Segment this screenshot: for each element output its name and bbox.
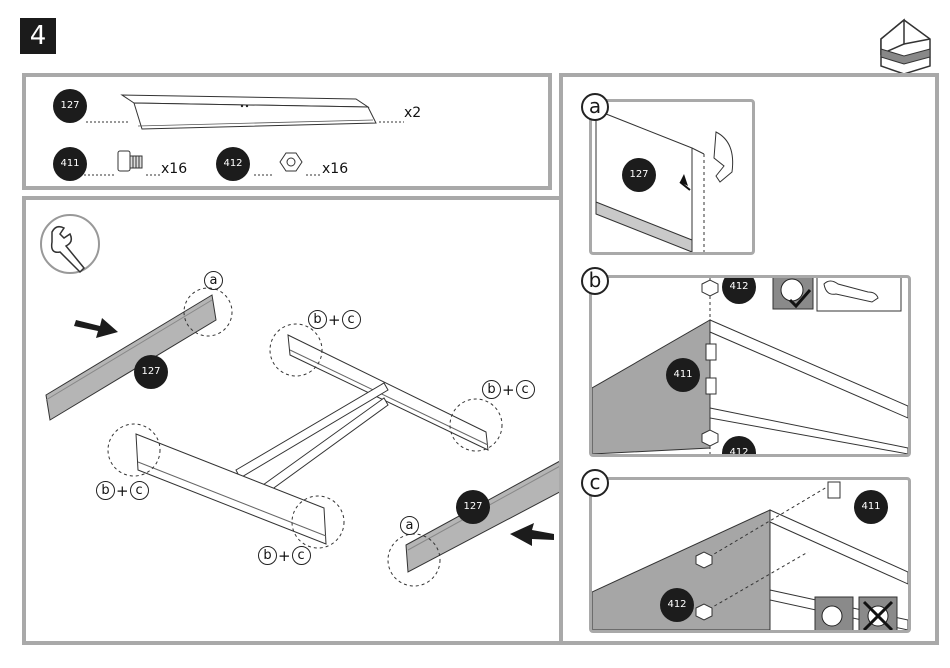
detail-a-part-badge: 127 (622, 158, 656, 192)
rail-127-drawing (86, 85, 416, 135)
detail-b-label: b (581, 267, 609, 295)
part-badge-411: 411 (53, 147, 87, 181)
detail-c-nut-badge: 412 (660, 588, 694, 622)
detail-b-box: 412 411 412 (589, 275, 911, 457)
frame-assembly-drawing (26, 200, 581, 641)
callout-bc-back-left: b+c (308, 310, 361, 329)
callout-bc-front-left: b+c (96, 481, 149, 500)
detail-b-bolt-badge: 411 (666, 358, 700, 392)
part-badge-127: 127 (53, 89, 87, 123)
nut-correct-icon (814, 596, 854, 633)
part-qty-127: x2 (404, 105, 421, 121)
detail-c-bolt-badge: 411 (854, 490, 888, 524)
callout-bc-back-right: b+c (482, 380, 535, 399)
nut-wrong-icon (858, 596, 898, 633)
product-box-icon (876, 14, 936, 74)
detail-a-label: a (581, 93, 609, 121)
part-qty-411: x16 (161, 161, 187, 177)
parts-panel: 127 x2 411 x16 412 x16 (22, 73, 552, 190)
detail-panel: 127 a 412 411 412 b (559, 73, 939, 645)
detail-c-box: 411 412 (589, 477, 911, 633)
detail-a-box: 127 (589, 99, 755, 255)
tighten-check-icon (772, 275, 816, 312)
detail-c-label: c (581, 469, 609, 497)
callout-a-top: a (204, 271, 223, 290)
bolt-411-icon (84, 147, 164, 183)
callout-a-bottom: a (400, 516, 419, 535)
assembly-panel: 127 127 a b+c b+c b+c b+c a (22, 196, 585, 645)
part-qty-412: x16 (322, 161, 348, 177)
wrench-hand-icon (816, 275, 902, 312)
detail-a-drawing (592, 102, 752, 252)
callout-bc-front-right: b+c (258, 546, 311, 565)
rail-right-badge: 127 (456, 490, 490, 524)
nut-412-icon (248, 147, 328, 183)
step-number: 4 (20, 18, 56, 54)
part-badge-412: 412 (216, 147, 250, 181)
rail-left-badge: 127 (134, 355, 168, 389)
